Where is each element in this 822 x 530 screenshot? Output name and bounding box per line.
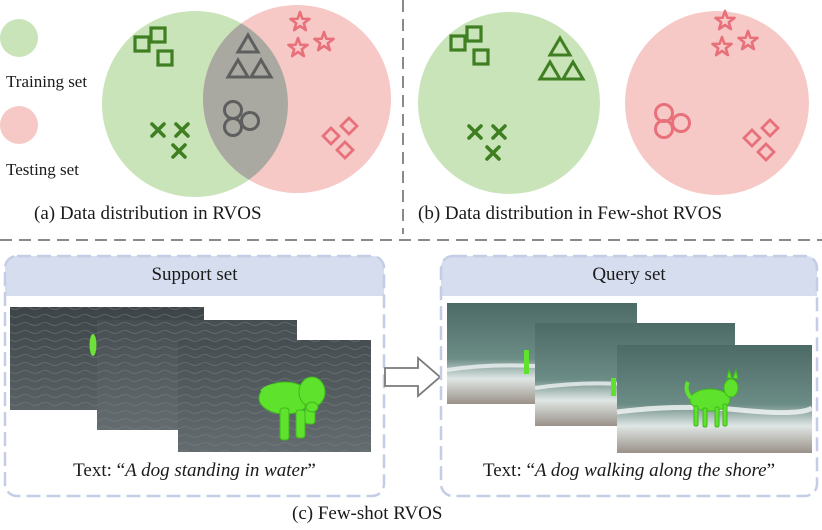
testing-legend-swatch bbox=[0, 106, 38, 144]
support-text-quote: A dog standing in water bbox=[125, 460, 308, 481]
query-frame-3 bbox=[616, 345, 814, 453]
green-triangles-icon-b bbox=[537, 35, 586, 81]
red-diamonds-icon-b bbox=[742, 118, 780, 162]
caption-b: (b) Data distribution in Few-shot RVOS bbox=[418, 203, 723, 224]
support-set-panel bbox=[3, 254, 386, 498]
training-set-legend-label: Training set bbox=[6, 72, 88, 91]
red-stars-icon-a bbox=[287, 10, 335, 58]
testing-set-circle-b bbox=[625, 11, 809, 195]
support-text-suffix: ” bbox=[307, 460, 316, 481]
venn-diagram-rvos bbox=[102, 5, 391, 197]
query-set-panel bbox=[439, 254, 819, 498]
testing-set-legend-label: Testing set bbox=[6, 160, 79, 179]
support-text-prefix: Text: “ bbox=[73, 460, 126, 481]
green-crosses-icon-b bbox=[467, 124, 507, 161]
red-circles-icon-b bbox=[654, 103, 691, 139]
training-legend-swatch bbox=[0, 19, 38, 57]
caption-a: (a) Data distribution in RVOS bbox=[34, 203, 262, 224]
query-text-quote: A dog walking along the shore bbox=[534, 460, 767, 481]
support-to-query-arrow bbox=[384, 356, 442, 398]
green-squares-icon-b bbox=[449, 25, 490, 66]
support-set-title: Support set bbox=[151, 264, 238, 285]
green-squares-icon-a bbox=[133, 26, 174, 67]
green-crosses-icon-a bbox=[150, 122, 190, 159]
red-stars-icon-b bbox=[711, 9, 759, 57]
gray-triangles-icon-a bbox=[225, 32, 274, 79]
gray-circles-icon-a bbox=[223, 100, 260, 137]
query-set-title: Query set bbox=[592, 264, 666, 285]
red-diamonds-icon-a bbox=[321, 116, 359, 160]
query-text-caption: Text: “A dog walking along the shore” bbox=[441, 460, 817, 482]
support-frame-3 bbox=[178, 340, 371, 452]
query-text-prefix: Text: “ bbox=[482, 460, 535, 481]
training-set-circle-b bbox=[418, 12, 600, 194]
support-text-caption: Text: “A dog standing in water” bbox=[5, 460, 384, 482]
query-text-suffix: ” bbox=[766, 460, 776, 481]
caption-c: (c) Few-shot RVOS bbox=[292, 503, 443, 524]
segmented-dog-query bbox=[684, 368, 739, 428]
segmented-dog-support bbox=[258, 376, 326, 441]
